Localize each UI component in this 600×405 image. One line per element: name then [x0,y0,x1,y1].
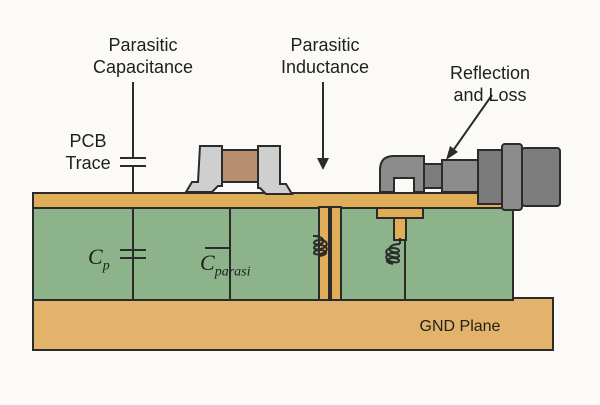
pcb-trace-label: PCB Trace [65,131,111,173]
cp-capacitor-symbol [120,207,146,300]
substrate-right [330,206,514,301]
arrowheads [317,146,458,170]
cparasi-label: Cparasi [200,250,251,280]
via-pad-stem [393,217,407,241]
cp-label: Cp [88,244,110,274]
connector-flange-2 [521,147,561,207]
smd-left-terminal [184,145,223,193]
smd-component [184,145,294,195]
connector-collar [441,159,479,193]
cparasi-capacitor-symbol [205,207,231,249]
callout-lines [120,82,493,193]
reflection-loss-arrow [451,94,493,153]
inductor-coil-left [312,235,328,257]
coaxial-connector [379,143,561,211]
substrate-left [32,206,330,301]
pcb-trace [32,192,514,209]
via-right [330,206,342,301]
connector-neck [423,163,443,189]
smd-body [221,149,259,183]
parasitic-inductance-label: Parasitic Inductance [280,35,370,77]
connector-elbow [379,155,425,193]
via-pad [376,207,424,219]
smd-right-terminal [257,145,294,195]
inductor-coil-right [385,238,401,265]
connector-body [477,149,503,205]
parasitic-capacitance-label: Parasitic Capacitance [92,35,194,77]
gnd-plane-label: GND Plane [419,318,501,335]
reflection-and-loss-label: Reflection and Loss [449,63,531,105]
connector-flange-1 [501,143,523,211]
gnd-plane [32,297,554,351]
